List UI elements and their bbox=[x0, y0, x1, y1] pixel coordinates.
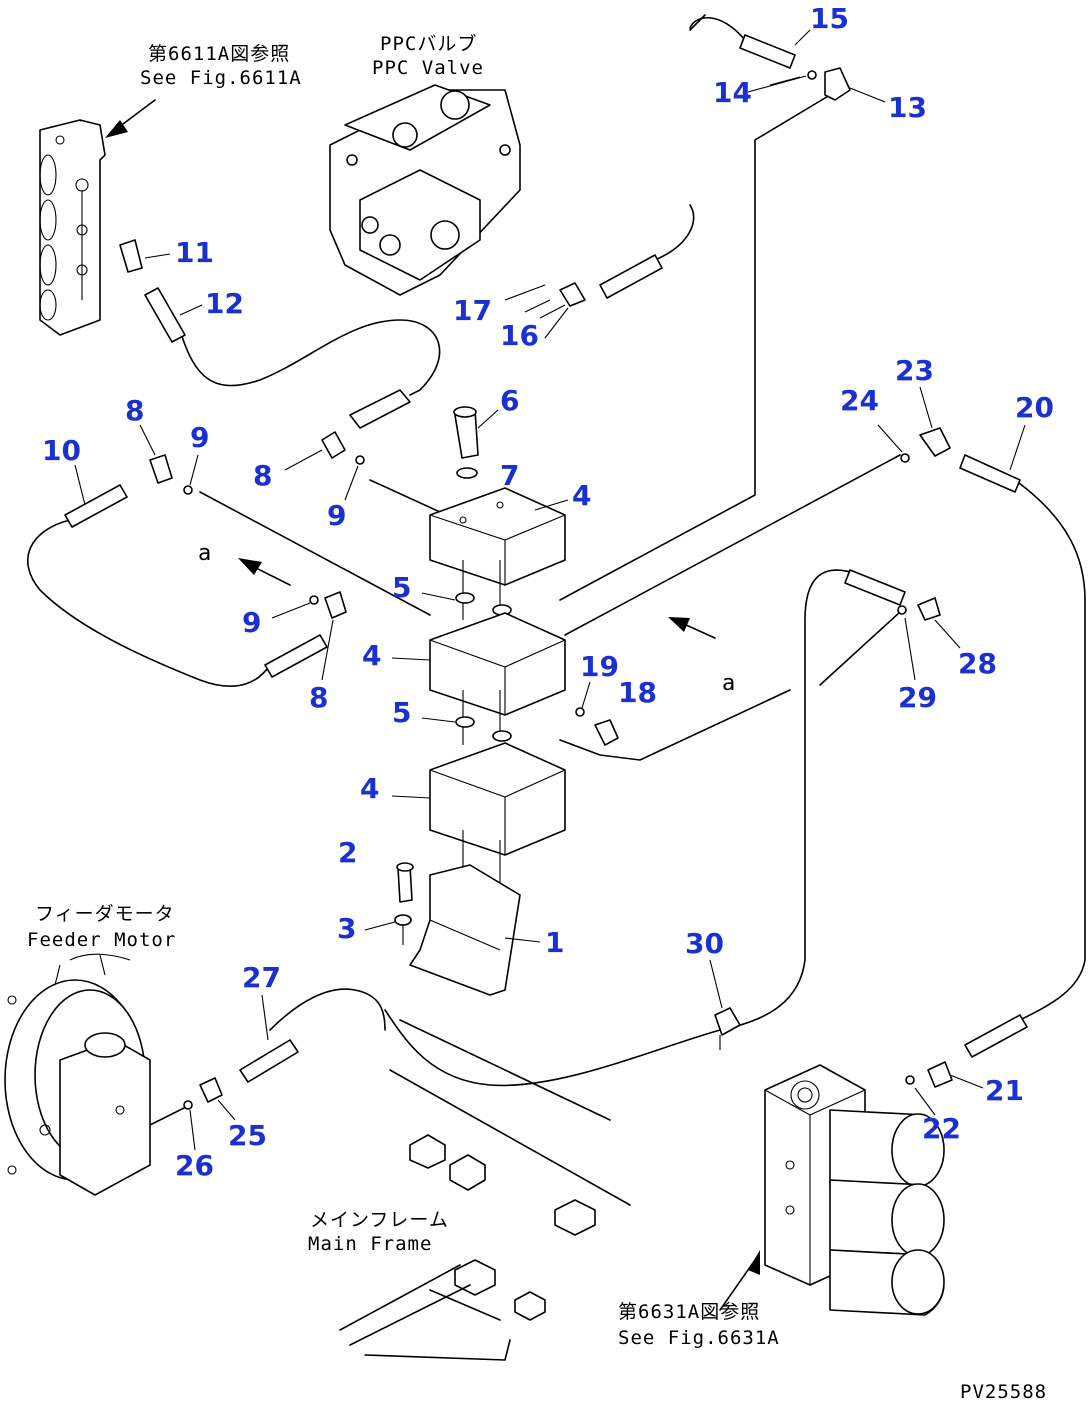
main-frame-label-jp: メインフレーム bbox=[310, 1209, 449, 1231]
feeder-motor bbox=[4, 953, 151, 1196]
callout-30: 30 bbox=[685, 927, 724, 960]
callout-4-bottom: 4 bbox=[360, 772, 379, 805]
callout-4-top: 4 bbox=[572, 479, 591, 512]
callout-1: 1 bbox=[545, 926, 564, 959]
callout-16: 16 bbox=[500, 319, 539, 352]
callout-2: 2 bbox=[338, 836, 357, 869]
view-marker-upper: a bbox=[198, 541, 212, 566]
ppc-valve-label-jp: PPCバルブ bbox=[380, 32, 477, 55]
fittings-13-15 bbox=[739, 34, 851, 101]
callout-29: 29 bbox=[898, 681, 937, 714]
callout-19: 19 bbox=[580, 650, 619, 683]
ppc-valve-label-en: PPC Valve bbox=[372, 57, 484, 79]
callout-6: 6 bbox=[500, 384, 519, 417]
callouts: 1 2 3 4 4 4 5 5 6 7 8 8 8 9 9 9 10 11 12 bbox=[42, 2, 1054, 1182]
view-arrows bbox=[105, 99, 760, 1311]
fitting-11 bbox=[119, 239, 143, 273]
callout-8-top: 8 bbox=[125, 394, 144, 427]
callout-22: 22 bbox=[922, 1112, 961, 1145]
callout-15: 15 bbox=[810, 2, 849, 35]
hose-lines bbox=[27, 14, 1086, 1206]
valve-block-stack bbox=[394, 406, 619, 996]
callout-24: 24 bbox=[840, 384, 879, 417]
callout-23: 23 bbox=[895, 354, 934, 387]
fig-6631a-label-jp: 第6631A図参照 bbox=[618, 1301, 760, 1323]
callout-18: 18 bbox=[618, 676, 657, 709]
main-frame bbox=[339, 1134, 596, 1361]
callout-26: 26 bbox=[175, 1149, 214, 1182]
feeder-motor-label-en: Feeder Motor bbox=[27, 929, 176, 951]
callout-13: 13 bbox=[888, 91, 927, 124]
callout-8-bottom: 8 bbox=[309, 681, 328, 714]
callout-9-mid: 9 bbox=[327, 499, 346, 532]
fittings-right bbox=[714, 427, 1028, 1088]
callout-3: 3 bbox=[337, 912, 356, 945]
fig-6611a-label-jp: 第6611A図参照 bbox=[148, 43, 290, 65]
main-frame-label-en: Main Frame bbox=[308, 1233, 432, 1255]
hose-end-12 bbox=[144, 287, 186, 343]
feeder-motor-label-jp: フィーダモータ bbox=[35, 903, 175, 925]
view-marker-lower: a bbox=[722, 671, 736, 696]
callout-20: 20 bbox=[1015, 391, 1054, 424]
fittings-25-27 bbox=[183, 1039, 299, 1110]
callout-12: 12 bbox=[205, 287, 244, 320]
callout-5-upper: 5 bbox=[392, 571, 411, 604]
callout-28: 28 bbox=[958, 647, 997, 680]
callout-11: 11 bbox=[175, 236, 214, 269]
callout-17: 17 bbox=[453, 294, 492, 327]
control-valve-6611a bbox=[39, 119, 106, 336]
callout-4-mid: 4 bbox=[362, 639, 381, 672]
reference-labels: 第6611A図参照 See Fig.6611A PPCバルブ PPC Valve… bbox=[27, 32, 1047, 1403]
callout-14: 14 bbox=[713, 76, 752, 109]
ppc-valve bbox=[329, 84, 521, 296]
fig-6631a-label-en: See Fig.6631A bbox=[618, 1327, 780, 1349]
fig-6611a-label-en: See Fig.6611A bbox=[140, 67, 302, 89]
control-valve-6631a bbox=[764, 1064, 945, 1316]
callout-9-top: 9 bbox=[190, 421, 209, 454]
callout-10: 10 bbox=[42, 434, 81, 467]
callout-9-bottom: 9 bbox=[242, 606, 261, 639]
callout-5-lower: 5 bbox=[392, 696, 411, 729]
callout-21: 21 bbox=[985, 1074, 1024, 1107]
callout-27: 27 bbox=[242, 961, 281, 994]
drawing-code: PV25588 bbox=[960, 1381, 1047, 1403]
fittings-left bbox=[64, 389, 411, 678]
callout-8-mid: 8 bbox=[253, 459, 272, 492]
ppc-fittings bbox=[504, 254, 663, 319]
callout-25: 25 bbox=[228, 1119, 267, 1152]
callout-7: 7 bbox=[500, 459, 519, 492]
